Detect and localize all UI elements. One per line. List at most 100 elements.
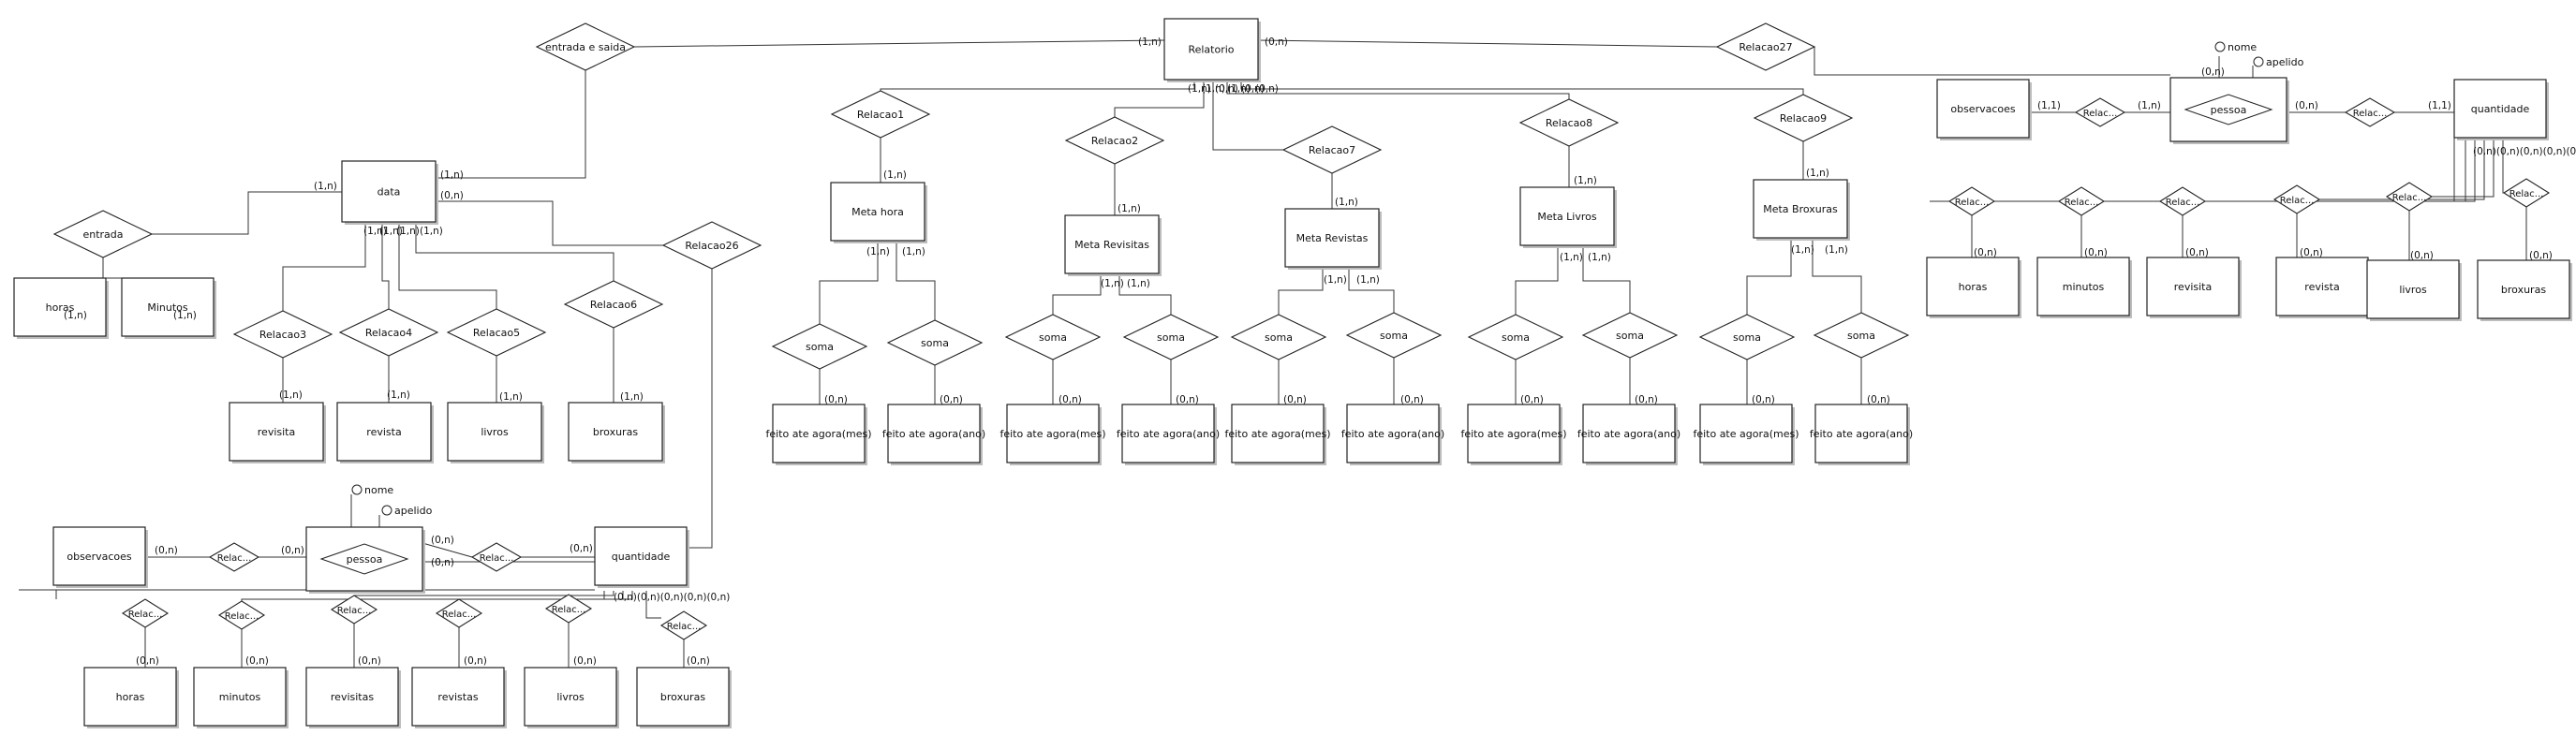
entity-meta-hora[interactable]: Meta hora — [830, 182, 927, 243]
relationship-relacao6[interactable]: Relacao6 — [563, 280, 664, 329]
entity-horas-b[interactable]: horas — [83, 667, 179, 728]
attribute-nome-b[interactable]: nome — [351, 484, 393, 496]
entity-f4m[interactable]: feito ate agora(mes) — [1460, 404, 1567, 465]
relationship-b-rv[interactable]: Relac... — [330, 595, 378, 625]
entity-broxuras-r[interactable]: broxuras — [2477, 259, 2572, 321]
relationship-r-b[interactable]: Relac... — [2502, 178, 2551, 208]
relationship-relacao4[interactable]: Relacao4 — [338, 308, 439, 357]
relationship-relacao8[interactable]: Relacao8 — [1518, 98, 1620, 147]
entity-meta-livros[interactable]: Meta Livros — [1519, 186, 1617, 248]
entity-f1m[interactable]: feito ate agora(mes) — [765, 404, 872, 465]
relationship-b-obs[interactable]: Relac... — [208, 542, 260, 572]
relationship-relacao1[interactable]: Relacao1 — [830, 90, 931, 139]
relationship-label: Relac... — [2083, 109, 2118, 119]
entity-meta-broxuras[interactable]: Meta Broxuras — [1753, 179, 1850, 241]
entity-livros-b[interactable]: livros — [524, 667, 619, 728]
entity-revista-r[interactable]: revista — [2275, 257, 2371, 318]
relationship-diamond — [886, 319, 984, 366]
relationship-relacao2[interactable]: Relacao2 — [1064, 116, 1165, 165]
cardinality-label: (1,n) — [420, 226, 443, 237]
entity-livros-l[interactable]: livros — [447, 402, 544, 463]
relationship-b-m[interactable]: Relac... — [217, 600, 266, 630]
entity-revisitas-b[interactable]: revisitas — [305, 667, 401, 728]
entity-broxuras-b[interactable]: broxuras — [636, 667, 732, 728]
relationship-relacao7[interactable]: Relacao7 — [1281, 125, 1383, 174]
relationship-label: Relac... — [337, 606, 372, 616]
cardinality-label: (1,n) — [279, 390, 303, 401]
relationship-relacao3[interactable]: Relacao3 — [232, 310, 333, 359]
relationship-label: soma — [1502, 331, 1530, 344]
entity-box — [2453, 79, 2547, 139]
entity-f3a[interactable]: feito ate agora(ano) — [1341, 404, 1444, 465]
relationship-label: Relacao7 — [1309, 144, 1355, 156]
relationship-relacao9[interactable]: Relacao9 — [1753, 94, 1854, 142]
entity-obs-r[interactable]: observacoes — [1936, 79, 2032, 140]
entity-data[interactable]: data — [341, 160, 438, 225]
entity-broxuras-l[interactable]: broxuras — [568, 402, 665, 463]
attribute-apelido-r[interactable]: apelido — [2253, 56, 2304, 68]
relationship-s5a[interactable]: soma — [1698, 314, 1796, 360]
entity-f3m[interactable]: feito ate agora(mes) — [1224, 404, 1331, 465]
entity-horas-r[interactable]: horas — [1926, 257, 2021, 318]
relationship-b-l[interactable]: Relac... — [544, 594, 593, 624]
entity-obs-b[interactable]: observacoes — [52, 526, 148, 588]
entity-quant-b[interactable]: quantidade — [594, 526, 689, 588]
entity-meta-revistas[interactable]: Meta Revistas — [1284, 208, 1382, 270]
relationship-relacao26[interactable]: Relacao26 — [661, 221, 762, 270]
relationship-s2a[interactable]: soma — [1004, 314, 1102, 360]
relationship-diamond — [217, 600, 266, 630]
entity-horas-l[interactable]: horas — [13, 277, 109, 339]
relationship-b-rs[interactable]: Relac... — [435, 598, 483, 628]
connector-line — [422, 542, 473, 558]
relationship-r-m[interactable]: Relac... — [2057, 186, 2106, 216]
entity-f1a[interactable]: feito ate agora(ano) — [882, 404, 985, 465]
relationship-entrada[interactable]: entrada — [52, 210, 154, 258]
relationship-b-quant[interactable]: Relac... — [470, 542, 523, 572]
relationship-relacao27[interactable]: Relacao27 — [1715, 22, 1816, 71]
relationship-s5b[interactable]: soma — [1813, 312, 1910, 359]
cardinality-label: (0,n) — [687, 655, 710, 667]
relationship-s3a[interactable]: soma — [1230, 314, 1327, 360]
entity-revisita-l1[interactable]: revisita — [229, 402, 326, 463]
relationship-diamond — [2385, 182, 2434, 212]
entity-revisita-r[interactable]: revisita — [2146, 257, 2242, 318]
entity-minutos-b[interactable]: minutos — [193, 667, 289, 728]
attribute-apelido-b[interactable]: apelido — [381, 505, 433, 517]
attribute-nome-r[interactable]: nome — [2214, 41, 2257, 53]
cardinality-labels-layer: (1,n)(0,n)(1,n)(1,n)(0,n)(1,n)(1,n)(1,n)… — [64, 37, 2576, 667]
relationship-b-h[interactable]: Relac... — [121, 598, 170, 628]
relationship-r-rv[interactable]: Relac... — [2158, 186, 2207, 216]
entity-revisita-l2[interactable]: revista — [336, 402, 434, 463]
entity-f5m[interactable]: feito ate agora(mes) — [1693, 404, 1799, 465]
entity-livros-r[interactable]: livros — [2366, 259, 2462, 321]
relationship-entrada-saida[interactable]: entrada e saida — [535, 22, 636, 71]
relationship-relacao5[interactable]: Relacao5 — [446, 308, 547, 357]
entity-quant-r[interactable]: quantidade — [2453, 79, 2549, 140]
entity-revistas-b[interactable]: revistas — [411, 667, 507, 728]
relationship-r-l[interactable]: Relac... — [2385, 182, 2434, 212]
relationship-s1b[interactable]: soma — [886, 319, 984, 366]
entity-label: broxuras — [660, 691, 705, 703]
entity-minutos-r[interactable]: minutos — [2036, 257, 2132, 318]
entity-meta-revisitas[interactable]: Meta Revisitas — [1064, 214, 1162, 276]
relationship-s2b[interactable]: soma — [1122, 314, 1220, 360]
entity-relatorio[interactable]: Relatorio — [1163, 18, 1261, 82]
entity-f2m[interactable]: feito ate agora(mes) — [999, 404, 1106, 465]
entity-pessoa-b[interactable]: pessoa — [305, 526, 425, 594]
entity-minutos-l[interactable]: Minutos — [121, 277, 216, 339]
relationship-s1a[interactable]: soma — [771, 323, 868, 370]
relationship-s3b[interactable]: soma — [1345, 312, 1443, 359]
relationship-s4b[interactable]: soma — [1581, 312, 1679, 359]
relationship-r-quant[interactable]: Relac... — [2344, 97, 2396, 127]
entity-f5a[interactable]: feito ate agora(ano) — [1810, 404, 1913, 465]
entity-pessoa-r[interactable]: pessoa — [2169, 77, 2289, 144]
relationship-r-obs[interactable]: Relac... — [2074, 97, 2126, 127]
relationship-s4a[interactable]: soma — [1467, 314, 1564, 360]
relationship-r-rs[interactable]: Relac... — [2273, 184, 2321, 214]
entity-f4a[interactable]: feito ate agora(ano) — [1577, 404, 1680, 465]
entity-f2a[interactable]: feito ate agora(ano) — [1117, 404, 1220, 465]
connector-line — [2319, 138, 2485, 200]
relationship-b-b[interactable]: Relac... — [659, 610, 708, 640]
connector-line — [633, 39, 1165, 48]
relationship-r-h[interactable]: Relac... — [1947, 186, 1996, 216]
